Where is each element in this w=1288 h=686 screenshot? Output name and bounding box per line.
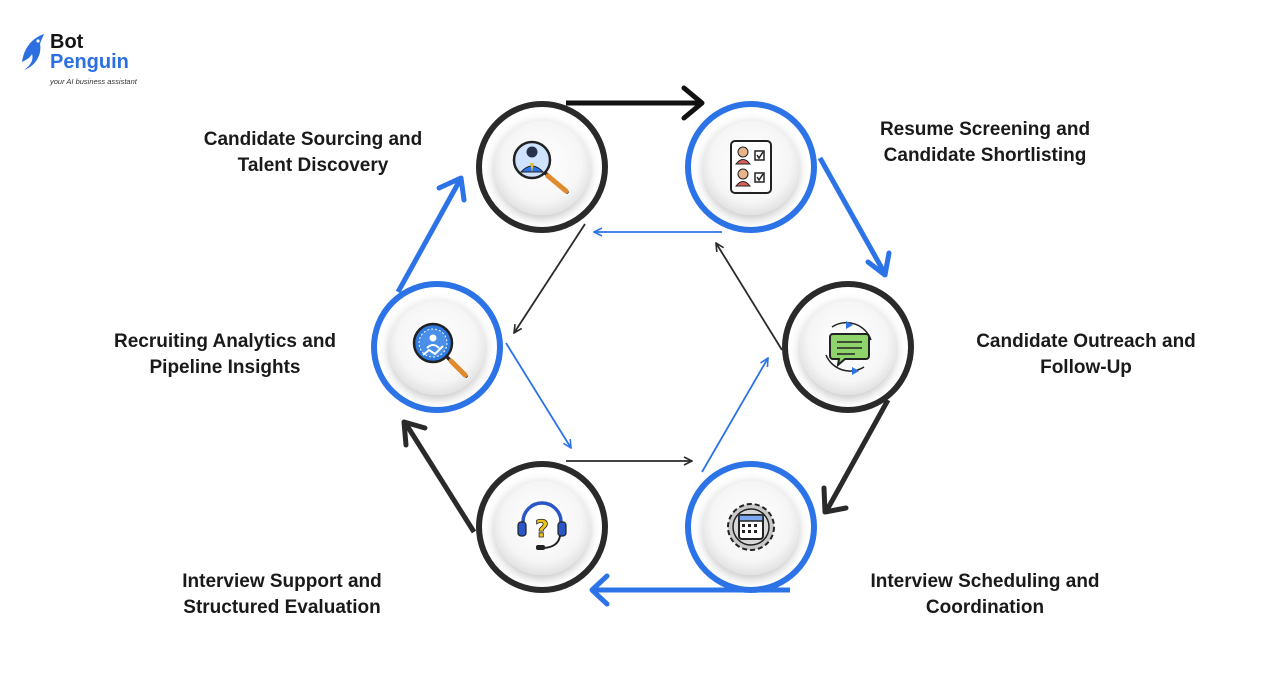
node-interview: ? bbox=[476, 461, 608, 593]
headset-question-icon: ? bbox=[517, 501, 567, 550]
penguin-logo-icon bbox=[22, 34, 44, 70]
resume-checklist-icon bbox=[730, 140, 772, 194]
label-interview-line1: Interview Support and bbox=[182, 571, 382, 592]
node-screening bbox=[685, 101, 817, 233]
calendar-gear-icon bbox=[727, 503, 775, 551]
label-outreach-line2: Follow-Up bbox=[1040, 357, 1132, 378]
svg-text:?: ? bbox=[535, 515, 549, 543]
inner-arrow-scheduling-to-outreach bbox=[701, 358, 768, 473]
brand-logo: Bot Penguin your AI business assistant bbox=[18, 30, 148, 90]
chat-bubble-icon bbox=[825, 321, 872, 375]
search-person-icon bbox=[512, 140, 569, 194]
label-scheduling-line2: Coordination bbox=[925, 597, 1045, 618]
label-outreach-line1: Candidate Outreach and bbox=[976, 331, 1196, 352]
brand-tagline: your AI business assistant bbox=[50, 77, 137, 86]
inner-arrow-outreach-to-screening bbox=[716, 243, 783, 351]
label-scheduling: Interview Scheduling and Coordination bbox=[840, 569, 1130, 621]
label-sourcing-line2: Talent Discovery bbox=[237, 155, 389, 176]
label-interview-line2: Structured Evaluation bbox=[183, 597, 381, 618]
inner-arrow-sourcing-to-analytics bbox=[514, 223, 586, 333]
outer-arrow-sourcing-to-screening bbox=[566, 85, 705, 121]
brand-name-line1: Bot bbox=[50, 31, 84, 53]
outer-arrow-outreach-to-scheduling bbox=[821, 398, 891, 515]
label-analytics-line1: Recruiting Analytics and bbox=[113, 331, 337, 352]
node-sourcing bbox=[476, 101, 608, 233]
label-sourcing-line1: Candidate Sourcing and bbox=[203, 129, 423, 150]
inner-arrow-analytics-to-interview bbox=[505, 342, 571, 448]
label-outreach: Candidate Outreach and Follow-Up bbox=[946, 329, 1226, 381]
label-analytics: Recruiting Analytics and Pipeline Insigh… bbox=[88, 329, 362, 381]
label-screening: Resume Screening and Candidate Shortlist… bbox=[850, 117, 1120, 169]
node-analytics bbox=[371, 281, 503, 413]
outer-arrow-analytics-to-sourcing bbox=[395, 175, 467, 294]
outer-arrow-interview-to-analytics bbox=[401, 419, 477, 534]
label-scheduling-line1: Interview Scheduling and bbox=[870, 571, 1100, 592]
analytics-magnifier-icon bbox=[412, 322, 468, 378]
outer-arrow-screening-to-outreach bbox=[817, 156, 892, 278]
label-sourcing: Candidate Sourcing and Talent Discovery bbox=[176, 127, 450, 179]
label-interview: Interview Support and Structured Evaluat… bbox=[152, 569, 412, 621]
brand-name-line2: Penguin bbox=[50, 51, 129, 73]
label-screening-line1: Resume Screening and bbox=[879, 119, 1091, 140]
label-screening-line2: Candidate Shortlisting bbox=[883, 145, 1087, 166]
label-analytics-line2: Pipeline Insights bbox=[149, 357, 301, 378]
node-outreach bbox=[782, 281, 914, 413]
node-scheduling bbox=[685, 461, 817, 593]
